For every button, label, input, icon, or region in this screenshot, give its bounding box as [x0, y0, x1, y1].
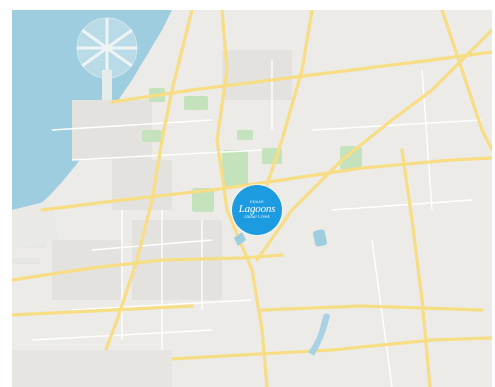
inland-water	[234, 229, 330, 356]
minor-roads	[31, 60, 483, 387]
palm-island	[76, 17, 138, 100]
major-roads	[12, 10, 492, 387]
marker-brand-script: Dubai Creek	[244, 215, 270, 220]
urban-area-south	[12, 350, 172, 387]
urban-blocks	[52, 50, 292, 300]
parks	[142, 88, 362, 212]
marker-brand-small: Emaar	[250, 200, 264, 204]
marker-brand-name: Lagoons	[238, 203, 276, 215]
location-marker[interactable]: Emaar Lagoons Dubai Creek	[232, 185, 282, 235]
map-container[interactable]: Emaar Lagoons Dubai Creek	[12, 10, 492, 387]
map-canvas[interactable]	[12, 10, 492, 387]
harbour-docks	[12, 200, 58, 264]
